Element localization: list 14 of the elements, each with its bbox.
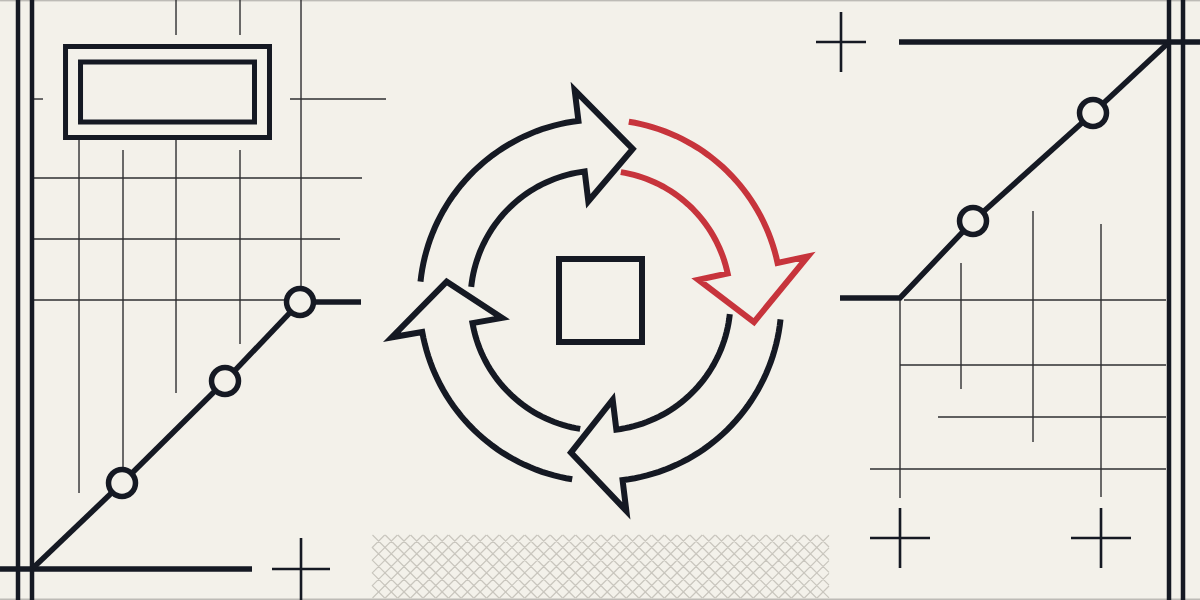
line-segment xyxy=(31,490,115,570)
circle-marker xyxy=(1076,96,1110,130)
rectangle xyxy=(78,59,257,125)
circle-marker xyxy=(208,364,242,398)
circle-marker xyxy=(956,204,990,238)
line-segment xyxy=(981,120,1085,215)
line-segment xyxy=(840,228,966,301)
line-segment xyxy=(313,299,361,305)
square xyxy=(556,256,645,345)
line-segment xyxy=(1101,42,1169,106)
circle-marker xyxy=(283,285,317,319)
line-segment xyxy=(232,309,293,374)
circle-marker xyxy=(105,466,139,500)
line-segment xyxy=(129,388,218,476)
